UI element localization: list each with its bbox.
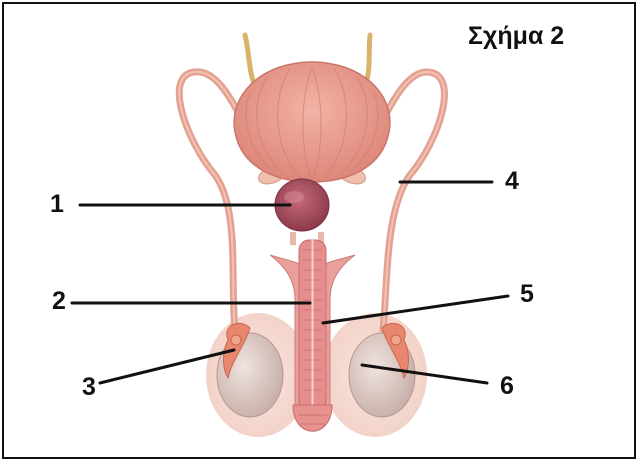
label-3: 3 xyxy=(82,373,96,402)
label-1: 1 xyxy=(50,190,64,219)
leader-line-5 xyxy=(323,296,508,323)
label-6: 6 xyxy=(500,372,514,401)
bladder xyxy=(234,62,390,182)
label-4: 4 xyxy=(505,167,519,196)
figure-title: Σχήμα 2 xyxy=(468,22,564,51)
label-2: 2 xyxy=(52,287,66,316)
label-5: 5 xyxy=(520,280,534,309)
